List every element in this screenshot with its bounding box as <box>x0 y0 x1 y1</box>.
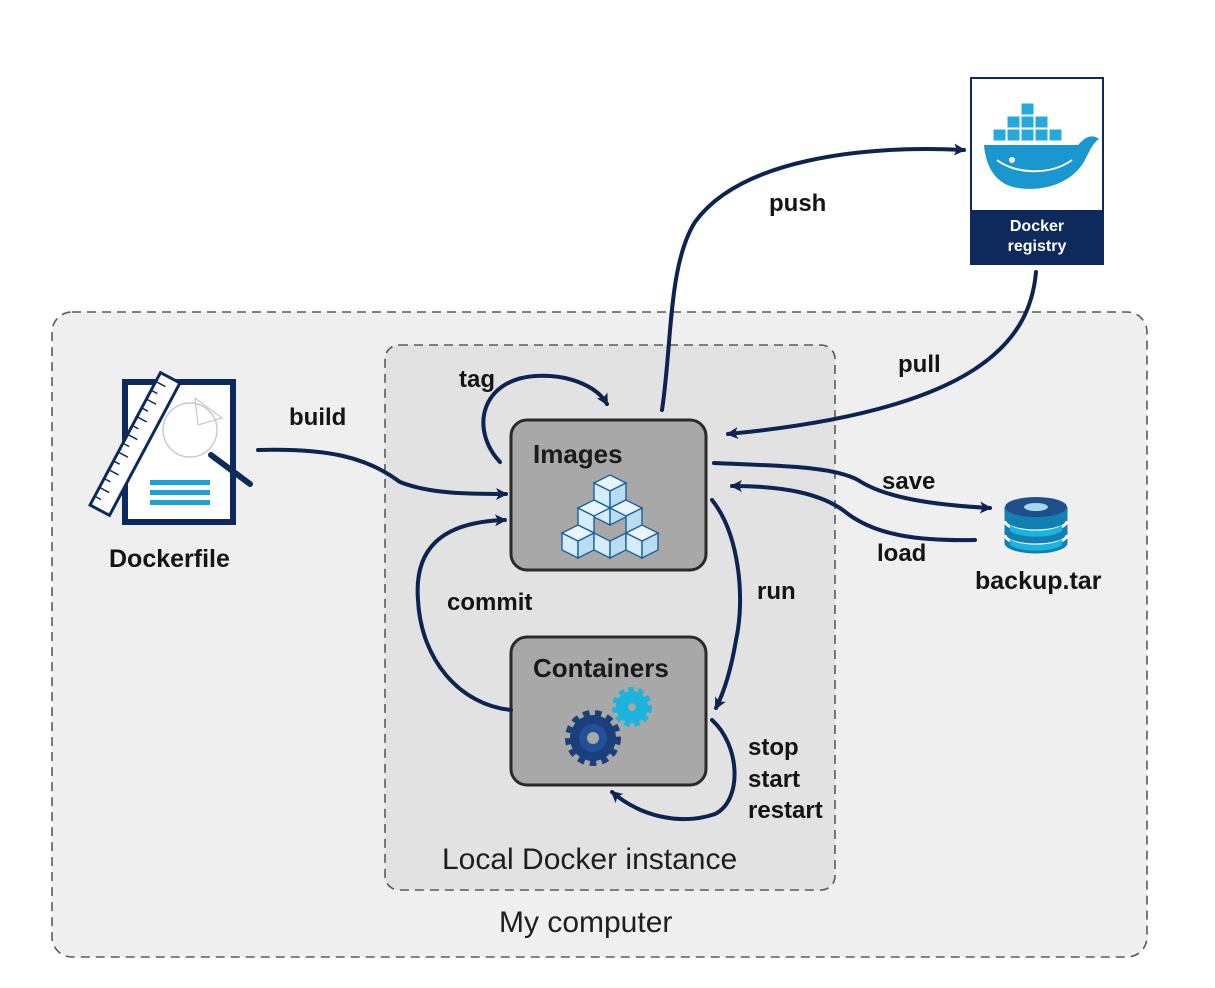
build-label: build <box>289 404 347 431</box>
tag-arrow <box>481 373 609 464</box>
backup-tar-label: backup.tar <box>975 567 1102 595</box>
docker-registry-node[interactable] <box>970 77 1104 265</box>
run-arrow <box>710 498 743 710</box>
docker-whale-icon <box>984 102 1099 189</box>
pull-label: pull <box>898 351 941 378</box>
registry-label-line1: Docker <box>1009 218 1065 235</box>
stop-label: stop <box>748 734 799 761</box>
dockerfile-icon[interactable] <box>88 370 253 525</box>
images-label: Images <box>533 439 623 469</box>
start-label: start <box>748 766 801 793</box>
dockerfile-label: Dockerfile <box>109 545 230 573</box>
local-docker-instance-region <box>384 344 836 891</box>
commit-arrow <box>415 514 513 712</box>
local-docker-instance-label: Local Docker instance <box>442 843 738 876</box>
tag-label: tag <box>459 366 495 393</box>
pull-arrow <box>726 270 1038 440</box>
registry-label: Docker registry <box>971 217 1103 257</box>
registry-label-line2: registry <box>1007 238 1067 255</box>
load-arrow <box>730 480 977 543</box>
build-arrow <box>256 447 508 500</box>
save-label: save <box>882 468 936 495</box>
database-icon[interactable] <box>1003 497 1069 554</box>
push-arrow <box>660 143 966 412</box>
gears-icon <box>565 687 652 766</box>
cubes-icon <box>560 474 660 560</box>
commit-label: commit <box>447 589 533 616</box>
lifecycle-arrow <box>610 718 737 822</box>
containers-label: Containers <box>533 653 669 683</box>
load-label: load <box>877 540 927 567</box>
my-computer-label: My computer <box>499 906 673 939</box>
run-label: run <box>757 578 796 605</box>
restart-label: restart <box>748 797 823 824</box>
save-arrow <box>712 461 992 514</box>
push-label: push <box>769 190 827 217</box>
